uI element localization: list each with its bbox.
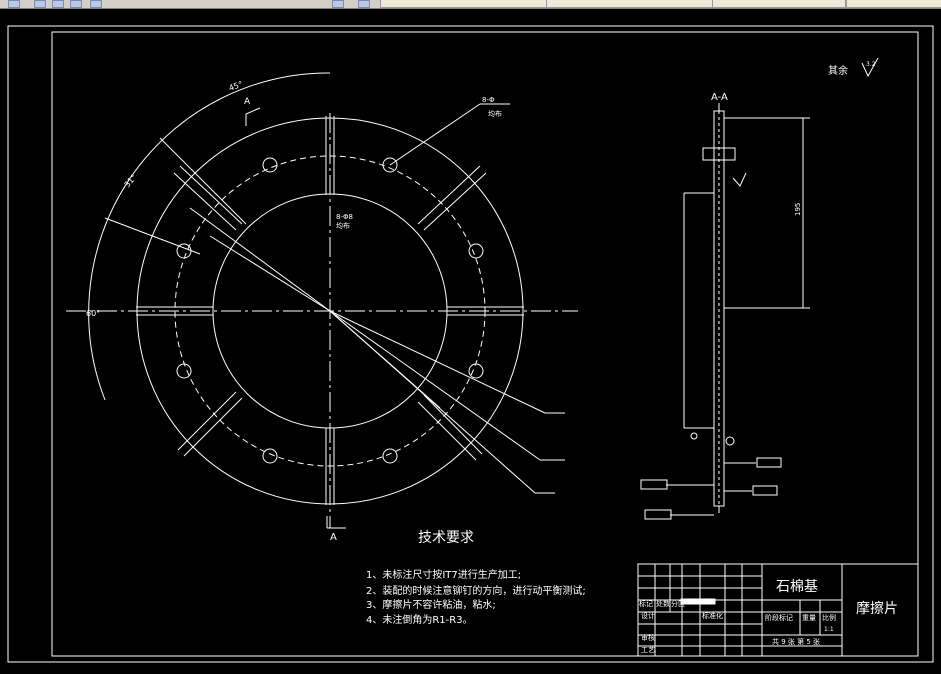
tech-requirements-title: 技术要求 bbox=[418, 530, 474, 546]
hole-note-2: 8-Φ bbox=[482, 96, 495, 104]
tech-note-3: 3、摩擦片不容许粘油，粘水; bbox=[366, 598, 496, 611]
document-tab-4[interactable] bbox=[846, 0, 941, 8]
dimension-arc bbox=[88, 72, 331, 401]
toolbar-icon-4[interactable] bbox=[70, 0, 82, 8]
angle-31-label: 31° bbox=[123, 173, 139, 190]
weight-label: 重量 bbox=[802, 614, 816, 622]
dim-vertical: 195 bbox=[794, 203, 802, 216]
roughness-value: 3.2 bbox=[866, 61, 876, 68]
outer-frame bbox=[7, 25, 934, 663]
roughness-note: 其余 bbox=[828, 64, 848, 77]
review-label: 审核 bbox=[641, 633, 655, 642]
inner-frame bbox=[51, 31, 919, 657]
toolbar-icon-3[interactable] bbox=[52, 0, 64, 8]
scale-label: 比例 bbox=[822, 613, 836, 622]
process-label: 工艺 bbox=[641, 646, 655, 654]
material-label: 石棉基 bbox=[776, 578, 818, 595]
tech-note-4: 4、未注倒角为R1-R3。 bbox=[366, 613, 473, 626]
section-mark-top: A bbox=[244, 97, 251, 107]
sheet-info: 共 9 张 第 5 张 bbox=[772, 637, 820, 646]
title-block bbox=[637, 563, 919, 657]
section-view-a-a bbox=[640, 103, 810, 520]
friction-disc-front-view bbox=[66, 72, 578, 529]
roughness-symbol bbox=[861, 57, 879, 78]
drawing-canvas[interactable]: 45° 31° 60° A A 8-Φ8 均布 8-Φ 均布 A-A 其余 3.… bbox=[0, 8, 941, 674]
hole-note-2-sub: 均布 bbox=[488, 109, 502, 118]
section-mark-bottom: A bbox=[330, 532, 337, 543]
stage-label: 阶段标记 bbox=[765, 613, 793, 622]
part-name: 摩擦片 bbox=[856, 600, 898, 617]
tech-note-1: 1、未标注尺寸按IT7进行生产加工; bbox=[366, 568, 521, 581]
designer-label: 设计 bbox=[641, 611, 655, 620]
hole-note-1: 8-Φ8 bbox=[336, 213, 353, 221]
row-label-3: 分区 bbox=[671, 599, 685, 608]
hole-note-1-sub: 均布 bbox=[336, 221, 350, 230]
tech-note-2: 2、装配的时候注意铆钉的方向，进行动平衡测试; bbox=[366, 584, 586, 597]
row-label-2: 处数 bbox=[656, 599, 670, 608]
window-tab-bar bbox=[0, 0, 941, 9]
toolbar-icon-2[interactable] bbox=[34, 0, 46, 8]
document-tab-3[interactable] bbox=[712, 0, 846, 8]
angle-60-label: 60° bbox=[86, 309, 100, 318]
toolbar-icon-5[interactable] bbox=[90, 0, 102, 8]
document-tab-2[interactable] bbox=[546, 0, 714, 8]
angle-45-label: 45° bbox=[228, 80, 244, 93]
standardization-label: 标准化 bbox=[702, 611, 723, 620]
scale-value: 1:1 bbox=[824, 626, 834, 633]
document-tab-1[interactable] bbox=[380, 0, 548, 8]
section-label: A-A bbox=[711, 92, 728, 103]
radial-slots bbox=[136, 116, 524, 505]
toolbar-icon-7[interactable] bbox=[358, 0, 370, 8]
row-label-1: 标记 bbox=[639, 599, 653, 608]
toolbar-icon-6[interactable] bbox=[332, 0, 344, 8]
bolt-holes bbox=[176, 157, 484, 464]
toolbar-icon-1[interactable] bbox=[8, 0, 20, 8]
